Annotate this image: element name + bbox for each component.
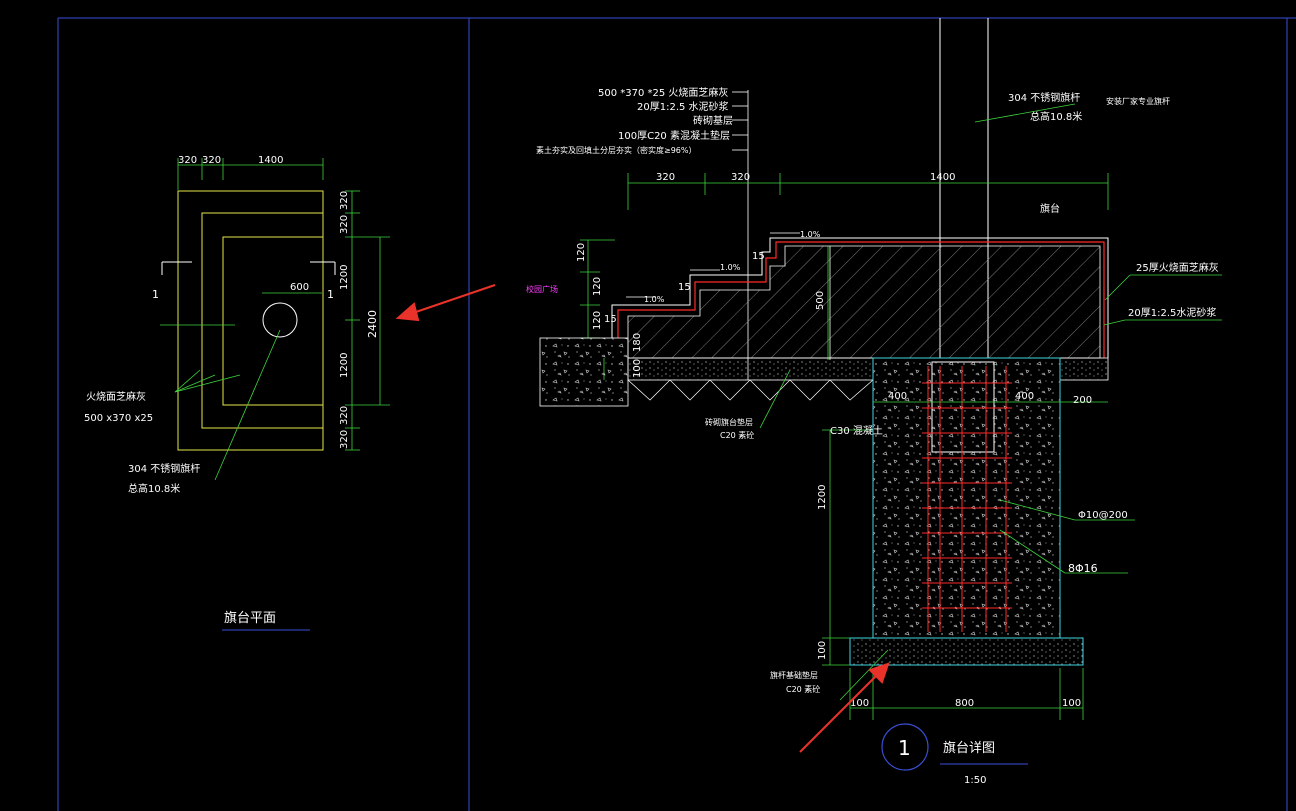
detail-scale: 1:50 bbox=[964, 775, 986, 786]
plan-title: 旗台平面 bbox=[224, 610, 276, 626]
plan-granite-label: 火烧面芝麻灰 bbox=[86, 390, 146, 403]
step-15a: 15 bbox=[752, 251, 765, 262]
dim-1200: 1200 bbox=[817, 485, 828, 510]
slope-3: 1.0% bbox=[644, 295, 665, 304]
footing-label: 旗杆基础垫层 bbox=[770, 670, 818, 680]
pole-label: 304 不锈钢旗杆 bbox=[1008, 91, 1080, 104]
plan-dim-600: 600 bbox=[290, 282, 309, 293]
dim-500: 500 bbox=[815, 291, 826, 310]
plaza-label: 校园广场 bbox=[526, 284, 558, 294]
rebar-cage bbox=[922, 366, 1012, 632]
pole-note: 安装厂家专业旗杆 bbox=[1106, 96, 1170, 106]
finish-outer bbox=[611, 237, 1109, 358]
detail-dims-top bbox=[627, 173, 1109, 210]
plan-dim-r2: 320 bbox=[339, 215, 350, 234]
layer-5: 素土夯实及回填土分层夯实（密实度≥96%） bbox=[536, 145, 696, 155]
stirrup-label: Φ10@200 bbox=[1078, 510, 1128, 521]
slope-2: 1.0% bbox=[720, 263, 741, 272]
slope-1: 1.0% bbox=[800, 230, 821, 239]
plan-section-marks bbox=[161, 261, 336, 275]
step-15c: 15 bbox=[604, 314, 617, 325]
detail-view: 500 *370 *25 火烧面芝麻灰 20厚1:2.5 水泥砂浆 砖砌基层 1… bbox=[526, 18, 1222, 786]
dim-400a: 400 bbox=[888, 391, 907, 402]
detail-dim-320b: 320 bbox=[731, 172, 750, 183]
plan-granite-size: 500 x370 x25 bbox=[84, 413, 153, 424]
plan-view: 320 320 1400 320 320 1200 2400 1200 320 … bbox=[84, 155, 390, 631]
pole-leader bbox=[974, 103, 1076, 123]
drawing-frame bbox=[57, 17, 1296, 811]
layer-2: 20厚1:2.5 水泥砂浆 bbox=[637, 100, 729, 113]
platform-label: 旗台 bbox=[1040, 202, 1060, 215]
c20-bedding bbox=[627, 357, 874, 381]
layer-1: 500 *370 *25 火烧面芝麻灰 bbox=[598, 86, 728, 99]
plan-dim-r3: 1200 bbox=[339, 265, 350, 290]
detail-index-number: 1 bbox=[898, 736, 911, 760]
layer-4: 100厚C20 素混凝土垫层 bbox=[618, 129, 730, 142]
dim-bottom-100b: 100 bbox=[1062, 698, 1081, 709]
plan-dim-1400: 1400 bbox=[258, 155, 283, 166]
footing-pad bbox=[849, 637, 1084, 666]
dim-bottom-800: 800 bbox=[955, 698, 974, 709]
foundation-dims bbox=[759, 274, 1222, 720]
dim-left-120b: 120 bbox=[592, 277, 603, 296]
plan-dim-320b: 320 bbox=[202, 155, 221, 166]
rebar-label: 8Φ16 bbox=[1068, 562, 1098, 575]
dim-400b: 400 bbox=[1015, 391, 1034, 402]
c30-foundation bbox=[872, 357, 1061, 639]
detail-dim-320a: 320 bbox=[656, 172, 675, 183]
annotation-arrows bbox=[395, 284, 890, 753]
finish-mortar bbox=[617, 241, 1105, 358]
plan-dim-r6: 320 bbox=[339, 406, 350, 425]
flagpole-circle bbox=[262, 302, 298, 338]
plan-section-left: 1 bbox=[152, 288, 159, 301]
pole-sleeve bbox=[931, 361, 995, 453]
finish-mortar-label: 20厚1:2.5水泥砂浆 bbox=[1128, 306, 1216, 319]
plan-pole-height: 总高10.8米 bbox=[128, 482, 180, 495]
brick-bedding-c20: C20 素砼 bbox=[720, 430, 754, 440]
dim-bottom-100a: 100 bbox=[850, 698, 869, 709]
plan-dim-2400: 2400 bbox=[366, 310, 379, 338]
footing-c20: C20 素砼 bbox=[786, 684, 820, 694]
plan-outlines bbox=[177, 190, 324, 451]
plan-dim-r5: 1200 bbox=[339, 353, 350, 378]
plan-dims-top bbox=[160, 158, 390, 481]
slope-arrows bbox=[626, 232, 800, 298]
plan-pole-label: 304 不锈钢旗杆 bbox=[128, 462, 200, 475]
dim-180: 180 bbox=[632, 333, 643, 352]
plan-section-right: 1 bbox=[327, 288, 334, 301]
plan-dim-r7: 320 bbox=[339, 430, 350, 449]
c20-bedding-right bbox=[1059, 357, 1109, 381]
c30-label: C30 混凝土 bbox=[830, 424, 883, 437]
detail-dim-1400: 1400 bbox=[930, 172, 955, 183]
platform-masonry bbox=[627, 245, 1101, 359]
layer-3: 砖砌基层 bbox=[693, 114, 733, 127]
dim-left-120a: 120 bbox=[576, 243, 587, 262]
plaza-ground bbox=[539, 337, 629, 407]
compacted-soil bbox=[627, 379, 874, 401]
dim-200: 200 bbox=[1073, 395, 1092, 406]
detail-title: 旗台详图 bbox=[943, 740, 995, 756]
footing-dim: 100 bbox=[817, 641, 828, 660]
step-15b: 15 bbox=[678, 282, 691, 293]
finish-granite-label: 25厚火烧面芝麻灰 bbox=[1136, 261, 1219, 274]
brick-bedding-label: 砖砌旗台垫层 bbox=[705, 417, 753, 427]
detail-index-circle bbox=[881, 723, 929, 771]
dim-left-120c: 120 bbox=[592, 311, 603, 330]
plan-dim-r1: 320 bbox=[339, 191, 350, 210]
plan-dim-320a: 320 bbox=[178, 155, 197, 166]
pole-height: 总高10.8米 bbox=[1030, 110, 1082, 123]
